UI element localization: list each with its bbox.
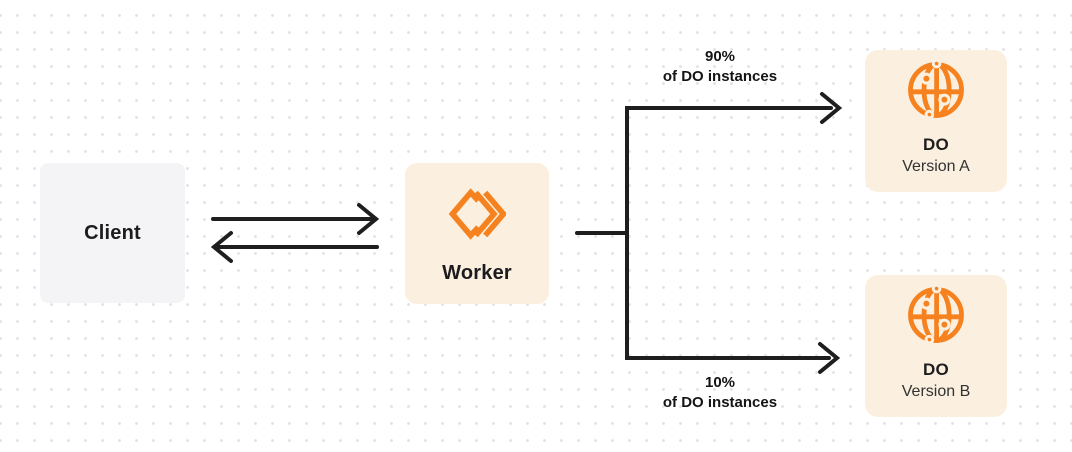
bottom-branch-percent: 10% <box>704 374 736 391</box>
worker-node: Worker <box>405 163 549 304</box>
arrowhead-do-version-b <box>818 342 841 374</box>
do-b-subtitle: Version B <box>901 383 971 400</box>
do-version-b-node: DO Version B <box>865 275 1007 417</box>
top-branch-caption: of DO instances <box>662 68 778 85</box>
top-branch-percent: 90% <box>704 48 736 65</box>
worker-label: Worker <box>442 262 512 284</box>
do-a-title: DO <box>922 135 950 154</box>
do-a-subtitle: Version A <box>902 158 970 175</box>
client-label: Client <box>84 221 141 244</box>
client-node: Client <box>40 163 185 303</box>
do-version-a-node: DO Version A <box>865 50 1007 192</box>
globe-icon <box>906 58 966 120</box>
worker-to-client-arrow <box>210 231 379 263</box>
arrowhead-do-version-a <box>820 92 843 124</box>
branch-trunk <box>625 106 833 360</box>
client-to-worker-arrow <box>211 203 380 235</box>
do-b-title: DO <box>922 360 950 379</box>
bottom-branch-caption: of DO instances <box>662 394 778 411</box>
bottom-branch-label: 10% of DO instances <box>620 373 820 413</box>
globe-icon <box>906 283 966 345</box>
workers-chevrons-icon <box>448 183 508 245</box>
top-branch-label: 90% of DO instances <box>620 47 820 87</box>
